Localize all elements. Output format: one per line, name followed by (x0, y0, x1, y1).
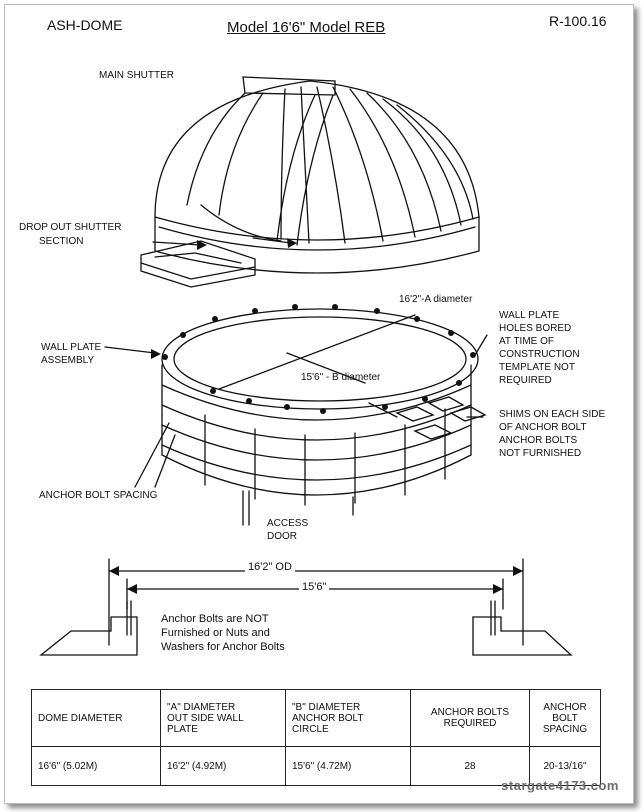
spec-table-row: 16'6" (5.02M) 16'2" (4.92M) 15'6" (4.72M… (31, 746, 601, 786)
dome-base-ring (154, 216, 480, 274)
right-anchor-detail (472, 616, 573, 656)
shims-note-line-3: ANCHOR BOLTS (499, 435, 578, 446)
spec-table-header-row: DOME DIAMETER "A" DIAMETER OUT SIDE WALL… (31, 689, 601, 747)
cell-dome-diameter: 16'6" (5.02M) (31, 746, 161, 786)
spec-table: DOME DIAMETER "A" DIAMETER OUT SIDE WALL… (31, 689, 601, 786)
main-shutter (242, 76, 336, 96)
page-title: Model 16'6" Model REB (227, 19, 386, 36)
drawing-sheet: ASH-DOME Model 16'6" Model REB R-100.16 (4, 4, 634, 804)
drop-out-section-label: SECTION (39, 236, 84, 247)
anchor-note-line-3: Washers for Anchor Bolts (161, 641, 285, 653)
header-anchor-bolts-required: ANCHOR BOLTS REQUIRED (410, 689, 530, 747)
anchor-note-line-2: Furnished or Nuts and (161, 627, 270, 639)
cell-b-diameter: 15'6" (4.72M) (285, 746, 411, 786)
anchor-spacing-label: ANCHOR BOLT SPACING (39, 490, 158, 501)
shim-3 (449, 406, 487, 422)
header-dome-diameter: DOME DIAMETER (31, 689, 161, 747)
holes-note-line-2: HOLES BORED (499, 323, 572, 334)
shim-4 (427, 396, 465, 412)
b-diameter-line (286, 352, 366, 384)
block-wall (161, 364, 472, 496)
b-diameter-label: 15'6" - B diameter (301, 372, 381, 383)
od-dimension-label: 16'2" OD (245, 561, 295, 574)
inner-dimension-label: 15'6" (299, 581, 330, 594)
cell-anchor-bolt-spacing: 20-13/16" (529, 746, 601, 786)
shims-note-line-2: OF ANCHOR BOLT (499, 422, 587, 433)
main-shutter-label: MAIN SHUTTER (99, 70, 174, 81)
wall-plate-outer (161, 308, 479, 410)
left-anchor-detail (39, 616, 138, 656)
header-anchor-bolt-spacing: ANCHOR BOLT SPACING (529, 689, 601, 747)
header-b-diameter: "B" DIAMETER ANCHOR BOLT CIRCLE (285, 689, 411, 747)
holes-note-line-3: AT TIME OF (499, 336, 555, 347)
holes-note-line-5: TEMPLATE NOT (499, 362, 575, 373)
a-diameter-line (218, 314, 416, 390)
access-label: ACCESS (267, 518, 309, 529)
watermark: stargate4173.com (501, 778, 619, 793)
wall-plate-label: WALL PLATE (41, 342, 102, 353)
shim-1 (395, 406, 435, 422)
drop-out-shutter (140, 240, 256, 288)
header-a-diameter: "A" DIAMETER OUT SIDE WALL PLATE (160, 689, 286, 747)
cell-a-diameter: 16'2" (4.92M) (160, 746, 286, 786)
cell-anchor-bolts-required: 28 (410, 746, 530, 786)
holes-note-line-6: REQUIRED (499, 375, 552, 386)
anchor-note-line-1: Anchor Bolts are NOT (161, 613, 269, 625)
dome-shell (154, 80, 480, 218)
a-diameter-label: 16'2"-A diameter (399, 294, 473, 305)
shim-2 (413, 424, 453, 440)
drop-out-shutter-label: DROP OUT SHUTTER (19, 222, 122, 233)
holes-note-line-1: WALL PLATE (499, 310, 560, 321)
wall-plate-assembly-label: ASSEMBLY (41, 355, 95, 366)
brand-label: ASH-DOME (47, 17, 123, 33)
shims-note-line-1: SHIMS ON EACH SIDE (499, 409, 606, 420)
drawing-code: R-100.16 (549, 13, 607, 29)
shims-note-line-4: NOT FURNISHED (499, 448, 582, 459)
holes-note-line-4: CONSTRUCTION (499, 349, 580, 360)
access-door-label: DOOR (267, 531, 297, 542)
